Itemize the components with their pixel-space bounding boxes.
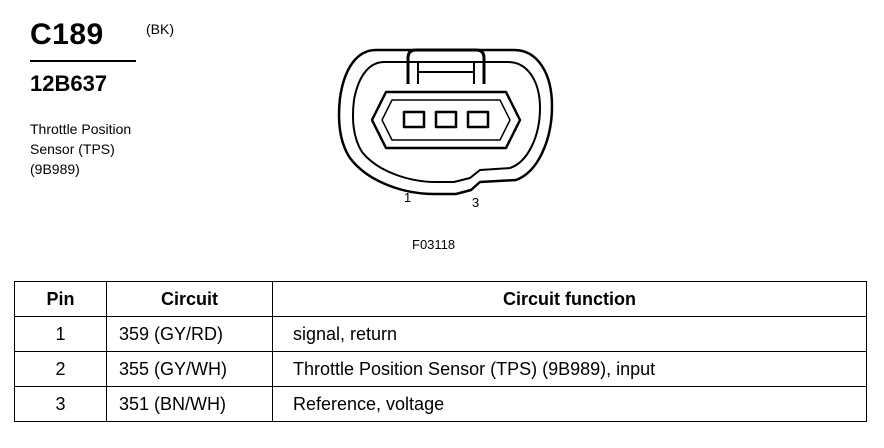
pin-cavity-1 xyxy=(402,110,426,129)
part-number: 12B637 xyxy=(30,71,108,96)
circuit-function: signal, return xyxy=(272,316,867,352)
pin-number: 2 xyxy=(14,351,107,387)
terminal-cavity-inner xyxy=(381,99,511,141)
component-description: Throttle Position Sensor (TPS) (9B989) xyxy=(30,119,131,179)
description-line: Throttle Position xyxy=(30,121,132,137)
pin-label-1: 1 xyxy=(404,190,412,205)
circuit-number: 359 (GY/RD) xyxy=(106,316,273,352)
pin-number: 1 xyxy=(14,316,107,352)
connector-outer-housing xyxy=(337,48,554,196)
pin-number: 3 xyxy=(14,386,107,422)
pin-label-3: 3 xyxy=(472,195,480,210)
description-line: (9B989) xyxy=(30,161,80,177)
circuit-function: Reference, voltage xyxy=(272,386,867,422)
connector-inner-housing xyxy=(352,61,541,183)
circuit-function: Throttle Position Sensor (TPS) (9B989), … xyxy=(272,351,867,387)
description-line: Sensor (TPS) xyxy=(30,141,115,157)
column-header-circuit: Circuit xyxy=(106,281,273,317)
connector-id: C189 xyxy=(30,18,104,51)
circuit-number: 355 (GY/WH) xyxy=(106,351,273,387)
table-row: 1 359 (GY/RD) signal, return xyxy=(14,316,867,352)
figure-id: F03118 xyxy=(412,237,456,252)
circuit-number: 351 (BN/WH) xyxy=(106,386,273,422)
locking-tab xyxy=(406,48,486,84)
column-header-function: Circuit function xyxy=(272,281,867,317)
connector-face-drawing xyxy=(337,48,554,196)
table-row: 3 351 (BN/WH) Reference, voltage xyxy=(14,386,867,422)
table-header-row: Pin Circuit Circuit function xyxy=(14,281,867,317)
title-divider xyxy=(30,60,136,62)
table-row: 2 355 (GY/WH) Throttle Position Sensor (… xyxy=(14,351,867,387)
pin-table: Pin Circuit Circuit function 1 359 (GY/R… xyxy=(14,281,867,422)
color-code: (BK) xyxy=(146,21,174,37)
terminal-cavity-block xyxy=(370,90,522,150)
pin-cavity-2 xyxy=(434,110,458,129)
pin-cavity-3 xyxy=(466,110,490,129)
column-header-pin: Pin xyxy=(14,281,107,317)
